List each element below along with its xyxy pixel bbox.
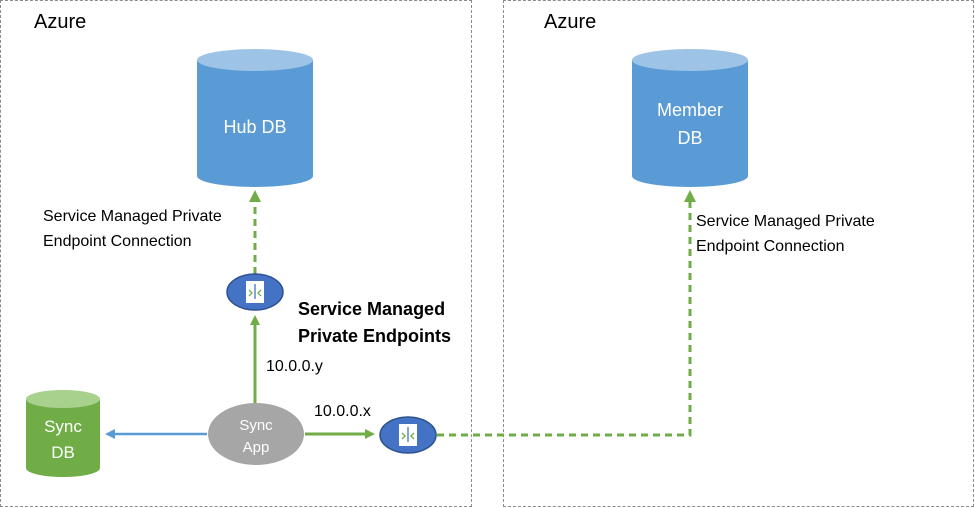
sync-db-label-line2: DB [51,443,75,462]
sync-db-label-line1: Sync [44,417,82,436]
member-connection-label-line2: Endpoint Connection [696,238,845,255]
hub-endpoint-connection-arrowhead [249,190,261,202]
endpoints-title-line1: Service Managed [298,299,446,319]
sync-app-node[interactable]: Sync App [208,403,304,465]
ip-label-x: 10.0.0.x [314,403,371,420]
member-endpoint-connection-line [437,202,692,437]
private-endpoint-icon[interactable] [379,416,437,454]
hub-db-label: Hub DB [223,117,286,137]
azure-region-right-title: Azure [544,11,597,33]
ip-label-y: 10.0.0.y [266,358,323,375]
endpoints-title-line2: Private Endpoints [298,326,452,346]
sync-app-label-line1: Sync [239,417,273,434]
azure-region-left [0,0,472,507]
sync-app-label-line2: App [243,439,270,456]
hub-connection-label-line2: Endpoint Connection [43,233,192,250]
member-endpoint-connection-arrowhead [684,190,696,202]
azure-region-right [503,0,974,507]
azure-region-left-title: Azure [34,11,87,33]
private-endpoint-icon[interactable] [226,273,284,311]
member-db-label-line1: Member [657,100,723,120]
sync-db-cylinder[interactable]: Sync DB [26,390,100,477]
hub-connection-label-line1: Service Managed Private [43,208,222,225]
member-connection-label-line1: Service Managed Private [696,213,875,230]
member-db-label-line2: DB [677,128,702,148]
member-db-cylinder[interactable]: Member DB [632,49,748,187]
hub-db-cylinder[interactable]: Hub DB [197,49,313,187]
